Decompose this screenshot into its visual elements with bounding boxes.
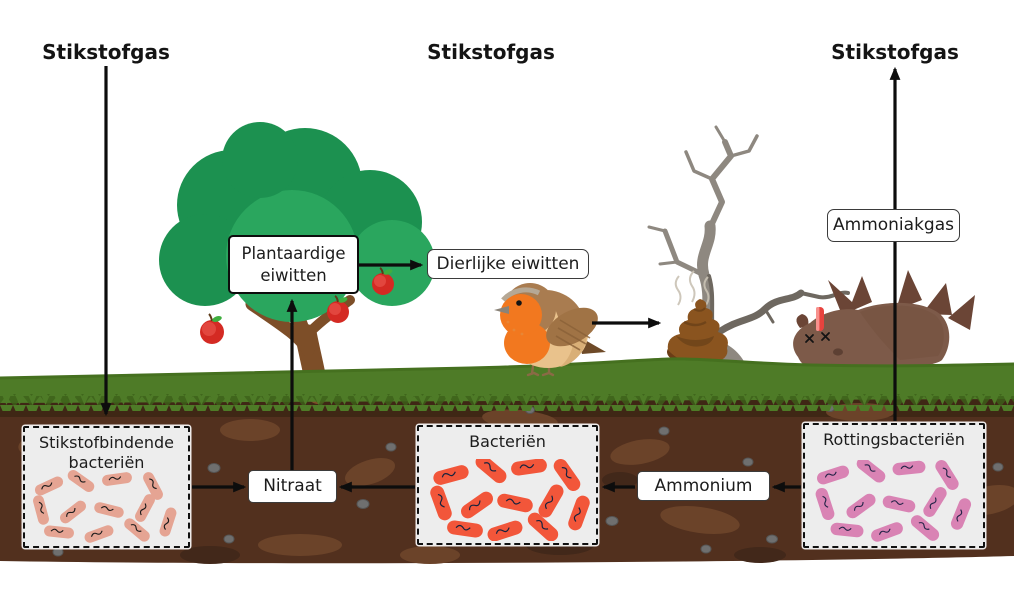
nitrogen-fixing-bacteria-label: Stikstofbindende bacteriën [38,433,175,472]
grass-illustration [0,357,1014,411]
dead-animal-illustration [793,270,975,371]
stikstofgas-label-right: Stikstofgas [831,40,959,64]
rotting-bacteria-box: Rottingsbacteriën [803,423,985,548]
ammonium-box: Ammonium [637,471,770,501]
droppings-illustration [667,270,728,364]
x-eyes [805,332,830,343]
nitrogen-fixing-bacteria-illustration [33,470,177,543]
rotting-bacteria-illustration [815,460,972,542]
robin-bird-illustration [494,283,606,377]
stikstofgas-label-left: Stikstofgas [42,40,170,64]
soil-bacteria-illustration [430,459,590,541]
nitrogen-fixing-bacteria-box: Stikstofbindende bacteriën [23,426,190,548]
apples [200,267,394,344]
soil-bacteria-label: Bacteriën [469,432,546,451]
rotting-bacteria-label: Rottingsbacteriën [823,430,965,449]
animal-proteins-box: Dierlijke eiwitten [427,249,589,279]
soil-bacteria-box: Bacteriën [417,425,598,545]
stikstofgas-label-center: Stikstofgas [427,40,555,64]
nitrate-box: Nitraat [248,470,337,503]
plant-proteins-box: Plantaardige eiwitten [228,235,359,294]
ammonia-gas-box: Ammoniakgas [827,209,960,242]
